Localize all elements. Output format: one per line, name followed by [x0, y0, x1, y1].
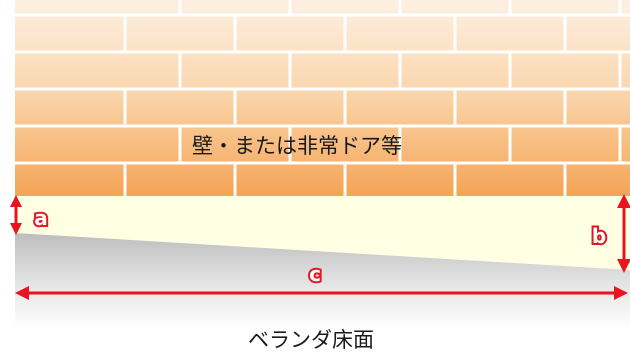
wall-face	[15, 0, 630, 196]
dimension-b-arrow	[617, 194, 630, 273]
mortar-lines	[15, 0, 630, 196]
floor-label: ベランダ床面	[248, 328, 374, 352]
gap-area	[15, 196, 630, 270]
dimension-a-label: a	[34, 206, 48, 230]
dimension-c-arrow	[15, 286, 628, 300]
wall-label: 壁・または非常ドア等	[192, 134, 402, 158]
dimension-a-arrow	[10, 195, 22, 235]
dimension-c-label: c	[309, 262, 321, 286]
brick-wall	[15, 0, 630, 196]
dimension-b-label: b	[592, 224, 606, 248]
floor-surface	[15, 233, 630, 330]
